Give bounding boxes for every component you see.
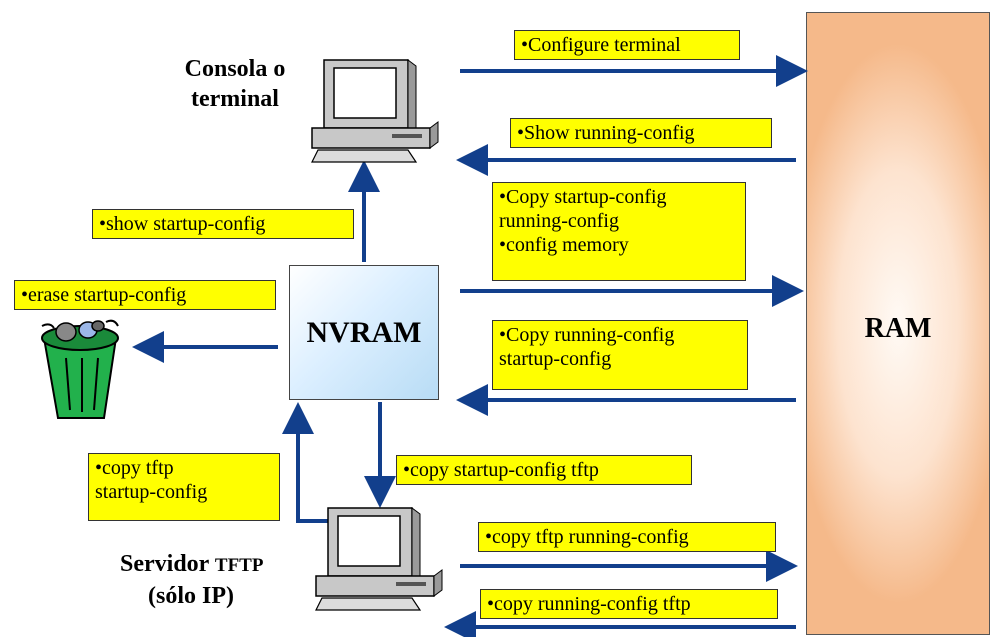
tftp-label-line: (sólo IP) <box>148 583 234 609</box>
note-line: running-config <box>499 210 619 232</box>
note-line: •copy startup-config tftp <box>403 459 599 481</box>
console-label-line: terminal <box>191 86 279 112</box>
note-line: •erase startup-config <box>21 284 187 306</box>
note-copy-startup-running: •Copy startup-config running-config •con… <box>492 182 746 281</box>
computer-icon <box>311 59 439 163</box>
note-copy-running-config-tftp: •copy running-config tftp <box>480 589 778 619</box>
note-copy-tftp-startup: •copy tftp startup-config <box>88 453 280 521</box>
ram-label: RAM <box>864 313 932 344</box>
note-show-startup-config: •show startup-config <box>92 209 354 239</box>
note-line: startup-config <box>499 348 612 370</box>
arrow-copy-tftp-startup <box>282 402 330 523</box>
note-line: •Configure terminal <box>521 34 681 56</box>
tftp-label-word: Servidor <box>120 551 209 577</box>
note-line: •Copy startup-config <box>499 186 667 208</box>
note-copy-running-startup: •Copy running-config startup-config <box>492 320 748 390</box>
note-line: •Show running-config <box>517 122 695 144</box>
note-line: •Copy running-config <box>499 324 675 346</box>
note-line: startup-config <box>95 481 208 503</box>
trash-can-icon <box>41 319 119 419</box>
note-copy-tftp-running-config: •copy tftp running-config <box>478 522 776 552</box>
note-erase-startup-config: •erase startup-config <box>14 280 276 310</box>
ram-block: RAM <box>806 12 990 635</box>
computer-icon <box>315 507 443 611</box>
nvram-label: NVRAM <box>306 316 422 349</box>
note-line: •copy tftp running-config <box>485 526 689 548</box>
note-configure-terminal: •Configure terminal <box>514 30 740 60</box>
note-copy-startup-config-tftp: •copy startup-config tftp <box>396 455 692 485</box>
nvram-block: NVRAM <box>289 265 439 400</box>
console-label-line: Consola o <box>184 56 286 82</box>
tftp-label: Servidor TFTP (sólo IP) <box>120 549 320 611</box>
note-line: •config memory <box>499 234 629 256</box>
tftp-label-word: TFTP <box>214 555 264 576</box>
note-line: •copy tftp <box>95 457 174 479</box>
note-line: •show startup-config <box>99 213 266 235</box>
note-line: •copy running-config tftp <box>487 593 691 615</box>
note-show-running-config: •Show running-config <box>510 118 772 148</box>
console-label: Consola o terminal <box>160 54 310 114</box>
